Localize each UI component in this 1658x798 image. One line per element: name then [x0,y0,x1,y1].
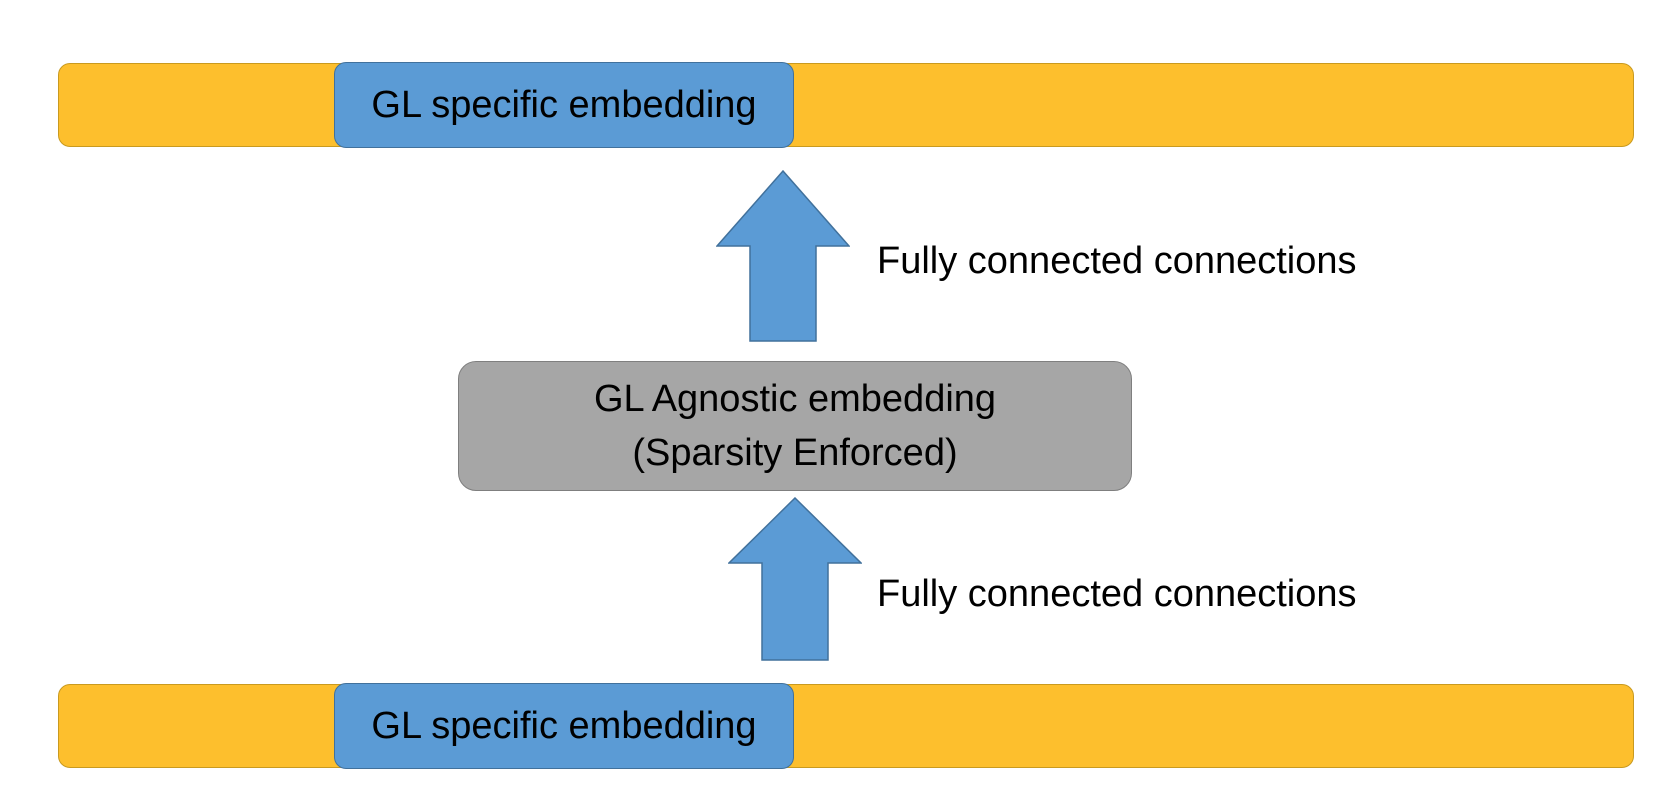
up-arrow-icon [716,170,850,342]
bottom-gl-specific-embedding: GL specific embedding [334,683,794,769]
up-arrow-icon [728,497,862,661]
bottom-layer-bar [58,684,1634,768]
agnostic-line-2: (Sparsity Enforced) [632,432,958,474]
bottom-embedding-label: GL specific embedding [371,704,757,747]
top-embedding-label: GL specific embedding [371,83,757,126]
upper-connection-label: Fully connected connections [877,240,1357,282]
lower-connection-label: Fully connected connections [877,573,1357,615]
gl-agnostic-embedding: GL Agnostic embedding (Sparsity Enforced… [458,361,1132,491]
top-layer-bar [58,63,1634,147]
lower-arrow-shape [728,497,862,661]
upper-arrow-shape [716,170,850,342]
top-gl-specific-embedding: GL specific embedding [334,62,794,148]
agnostic-line-1: GL Agnostic embedding [593,378,997,420]
